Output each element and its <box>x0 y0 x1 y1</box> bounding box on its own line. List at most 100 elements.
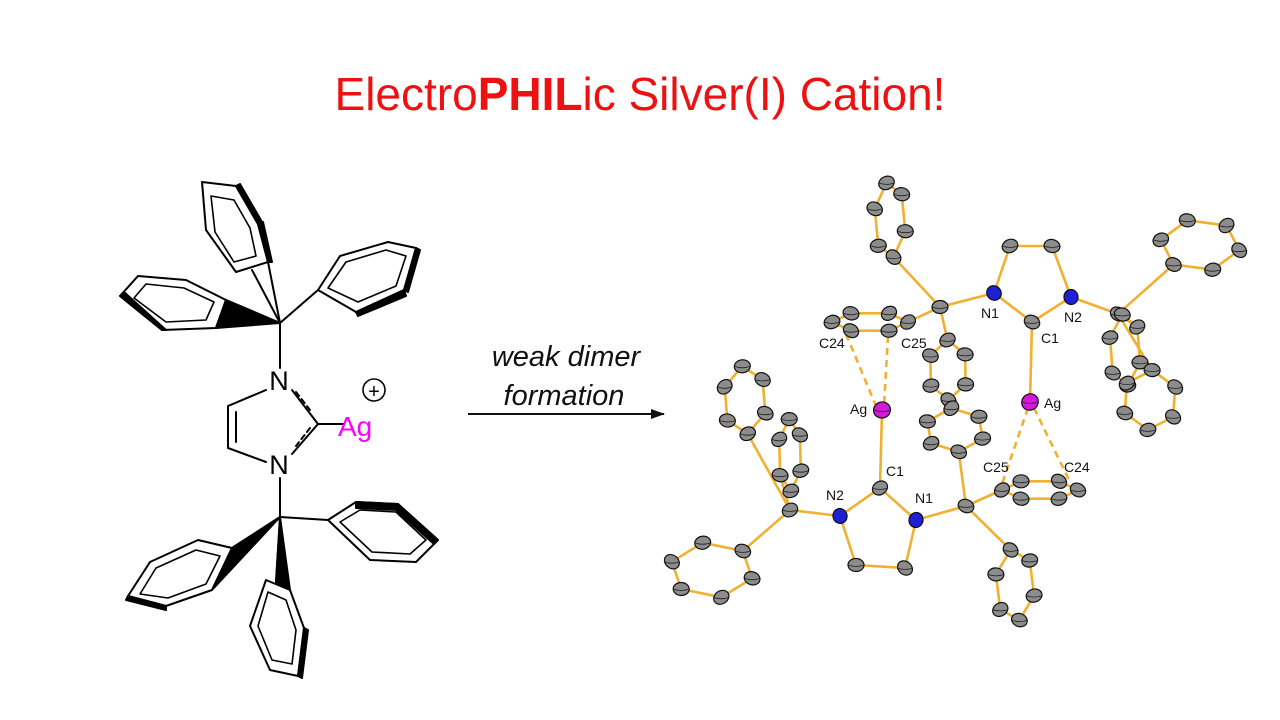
carbon-atom-pl1 <box>713 589 730 605</box>
atom-principal-axis-pi3 <box>987 574 1005 577</box>
carbon-atom-pi4 <box>1002 542 1019 558</box>
atom-principal-axis-pc4 <box>939 339 956 342</box>
carbon-atom-pa2 <box>869 238 887 253</box>
carbon-atom-pf3 <box>1118 375 1136 391</box>
trityl-group-top <box>119 181 421 369</box>
carbon-atom-pi2 <box>992 601 1009 618</box>
atom-principal-axis-ph3 <box>993 489 1011 492</box>
carbon-atom-Cq1 <box>931 299 949 315</box>
atom-principal-axis-pl5 <box>734 550 751 553</box>
atom-principal-axis-C4t <box>1001 245 1019 248</box>
atom-principal-axis-pd5 <box>1218 225 1235 228</box>
atom-principal-axis-pl1 <box>713 596 730 600</box>
atom-principal-axis-pa2 <box>870 245 887 248</box>
bond-Cq3-pg1 <box>957 450 968 508</box>
carbon-atom-pi3 <box>987 567 1005 582</box>
title-part-emphasis: PHIL <box>477 68 583 120</box>
atom-principal-axis-Cq3 <box>957 505 975 508</box>
atom-principal-axis-ph1 <box>1050 498 1068 501</box>
carbon-atom-pd2 <box>1165 257 1182 272</box>
atom-principal-axis-pi4 <box>1002 549 1019 552</box>
carbon-atom-pi0 <box>1025 588 1043 603</box>
atom-principal-axis-pj5 <box>754 379 771 382</box>
atom-principal-axis-pf4 <box>1143 369 1161 372</box>
carbon-atom-pa4 <box>878 175 895 191</box>
nitrogen-label-top: N <box>269 366 289 396</box>
atom-principal-axis-pe1 <box>1104 372 1121 375</box>
carbon-atom-pl2 <box>672 581 690 597</box>
bond-N2b-C4b <box>838 514 858 567</box>
atom-principal-axis-pd2 <box>1165 264 1182 267</box>
atom-principal-axis-pe5 <box>1131 362 1149 365</box>
atom-principal-axis-pl3 <box>663 561 681 564</box>
carbon-atom-pg0 <box>974 431 992 446</box>
carbon-atom-Cq4 <box>781 502 799 518</box>
label-c25-left: C25 <box>901 335 927 351</box>
atom-principal-axis-pc3 <box>922 355 939 358</box>
atom-principal-axis-pg0 <box>974 438 991 441</box>
atom-principal-axis-pk4 <box>791 434 809 437</box>
label-c1-bottom: C1 <box>886 463 904 479</box>
carbon-atom-pg1 <box>950 444 968 460</box>
atom-principal-axis-pf0 <box>1164 416 1182 419</box>
carbon-atom-pg3 <box>918 414 936 429</box>
carbon-atom-pj0 <box>756 405 774 421</box>
title-part-suffix: ic Silver(I) Cation! <box>582 68 946 120</box>
atom-principal-axis-pd1 <box>1204 269 1221 272</box>
carbon-atom-pg4 <box>943 400 960 417</box>
carbon-atom-pa0 <box>896 224 914 239</box>
bond-C1b-Agb <box>878 408 884 490</box>
carbon-atom-C4b <box>847 557 865 573</box>
carbon-atom-ph3 <box>993 482 1011 498</box>
nitrogen-atom-N1t <box>986 285 1002 301</box>
carbon-atom-pb5 <box>880 305 898 321</box>
carbon-atom-C4t <box>1001 238 1019 254</box>
label-n2-top: N2 <box>1064 309 1082 325</box>
atom-principal-axis-pf1 <box>1139 429 1157 432</box>
bond-Cq1-pa1 <box>892 255 942 309</box>
atom-principal-axis-C5t <box>1043 245 1061 248</box>
atom-principal-axis-pl4 <box>694 542 711 545</box>
label-c24-right: C24 <box>1064 459 1090 475</box>
atom-principal-axis-pg3 <box>919 421 936 424</box>
atom-principal-axis-pa3 <box>866 208 883 211</box>
atom-principal-axis-pa1 <box>885 256 902 259</box>
carbon-atom-pc2 <box>922 378 940 393</box>
atom-principal-axis-pj3 <box>716 386 733 389</box>
atom-principal-axis-pi2 <box>992 609 1009 612</box>
carbon-atom-pc0 <box>957 377 975 392</box>
carbon-atom-pg5 <box>970 409 988 424</box>
trityl-group-bottom <box>125 501 439 679</box>
carbon-atom-pf2 <box>1116 405 1134 421</box>
positive-charge-icon <box>362 378 386 402</box>
carbon-atom-pf0 <box>1165 409 1182 425</box>
carbon-atom-pl5 <box>734 543 752 559</box>
atom-principal-axis-pf5 <box>1167 386 1184 389</box>
carbon-atom-pb1 <box>880 323 898 338</box>
atom-principal-axis-pc2 <box>922 385 940 388</box>
silver-nhc-monomer-structure <box>119 181 439 679</box>
bond-C1t-Agt <box>1028 320 1034 404</box>
carbon-atom-pj1 <box>739 426 756 442</box>
imidazole-ring <box>227 389 345 518</box>
carbon-atom-pk4 <box>791 427 809 443</box>
atom-principal-axis-pk3 <box>781 418 798 421</box>
carbon-atom-pj3 <box>716 378 733 395</box>
bond-Cq3-pi4 <box>964 504 1012 552</box>
carbon-atom-pd4 <box>1178 213 1196 228</box>
atom-principal-axis-pg1 <box>950 451 967 454</box>
carbon-atom-C5t <box>1043 238 1061 254</box>
carbon-atom-pc3 <box>921 348 939 363</box>
atom-principal-axis-C1b <box>871 487 889 490</box>
atom-principal-axis-pc1 <box>940 399 957 402</box>
carbon-atom-ph0 <box>1069 482 1087 498</box>
bond-Cq1-N1t <box>938 291 996 309</box>
carbon-atom-pc5 <box>956 347 974 362</box>
bond-Cq3-N1b <box>914 504 968 522</box>
atom-principal-axis-Cq1 <box>931 306 949 309</box>
carbon-atom-pd5 <box>1218 217 1235 234</box>
atom-principal-axis-pb2 <box>842 330 860 333</box>
carbon-atom-C5b <box>896 560 914 576</box>
atom-principal-axis-pi0 <box>1025 595 1043 598</box>
label-ag-right: Ag <box>1044 395 1061 411</box>
